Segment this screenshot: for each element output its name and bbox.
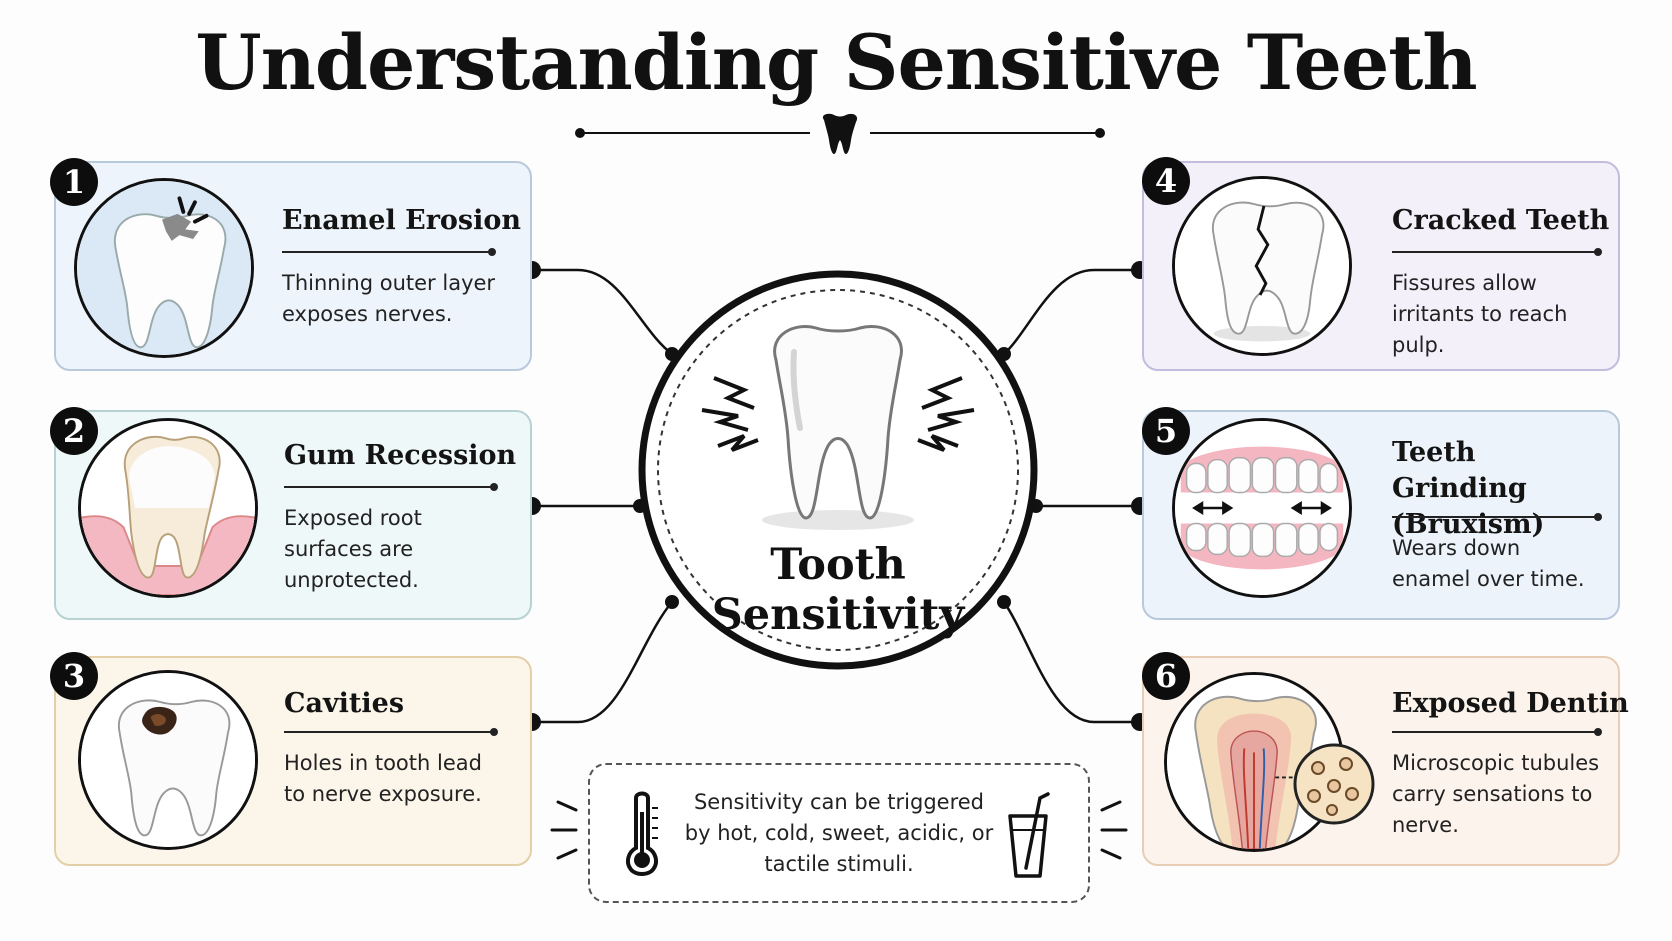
cause-title: Exposed Dentin — [1392, 688, 1629, 719]
dentin-tubules-zoom — [1293, 743, 1375, 825]
drink-glass-icon — [1008, 792, 1050, 878]
trigger-note-text: Sensitivity can be triggered by hot, col… — [684, 790, 994, 876]
title-divider — [575, 113, 1105, 154]
cause-number-badge: 3 — [50, 652, 98, 700]
cause-title: Teeth Grinding (Bruxism) — [1392, 437, 1545, 540]
center-label-line2: Sensitivity — [711, 590, 965, 640]
cause-title: Cavities — [284, 688, 405, 719]
cause-title-underline — [282, 248, 496, 256]
pain-spark-icon — [701, 376, 975, 452]
cause-title-underline — [284, 483, 498, 491]
cause-title-underline — [284, 728, 498, 736]
cause-description: Wears down enamel over time. — [1392, 536, 1585, 591]
center-tooth-icon — [773, 325, 903, 520]
cause-number-badge: 2 — [50, 407, 98, 455]
cause-number-badge: 4 — [1142, 157, 1190, 205]
double-arrow-icon — [1192, 500, 1332, 516]
cracked-tooth-illustration — [1172, 176, 1352, 356]
cause-description: Microscopic tubules carry sensations to … — [1392, 751, 1600, 837]
enamel-erosion-illustration — [74, 178, 254, 358]
thermometer-icon — [626, 791, 658, 876]
cause-title: Gum Recession — [284, 440, 517, 471]
cause-number-badge: 1 — [50, 158, 98, 206]
cause-title: Cracked Teeth — [1392, 205, 1610, 236]
cause-title-underline — [1392, 728, 1602, 736]
cause-number-badge: 5 — [1142, 407, 1190, 455]
cause-title-underline — [1392, 248, 1602, 256]
tooth-icon — [822, 113, 858, 154]
gum-recession-illustration — [78, 418, 258, 598]
center-hub — [638, 270, 1038, 670]
trigger-note-box — [588, 763, 1090, 903]
cause-title: Enamel Erosion — [282, 205, 522, 236]
cause-number-badge: 6 — [1142, 652, 1190, 700]
cause-title-underline — [1392, 513, 1602, 521]
cavities-illustration — [78, 670, 258, 850]
teeth-grinding-illustration — [1172, 418, 1352, 598]
center-label: Tooth Sensitivity — [636, 540, 1040, 640]
burst-lines-icon — [1100, 800, 1128, 860]
cause-description: Fissures allow irritants to reach pulp. — [1392, 271, 1568, 357]
cause-description: Exposed root surfaces are unprotected. — [284, 506, 422, 592]
burst-lines-icon — [550, 800, 578, 860]
page-title: Understanding Sensitive Teeth — [195, 18, 1477, 107]
cause-description: Holes in tooth lead to nerve exposure. — [284, 751, 482, 806]
center-label-line1: Tooth — [770, 540, 906, 590]
cause-description: Thinning outer layer exposes nerves. — [282, 271, 496, 326]
